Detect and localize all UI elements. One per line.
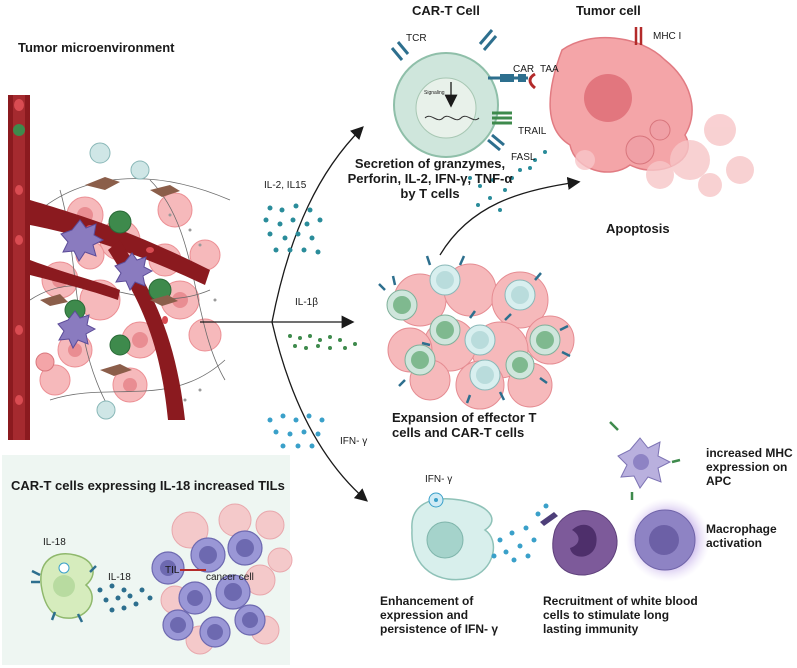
macrophage-label: Macrophage activation <box>706 522 777 550</box>
macrophage-illustration <box>626 498 710 582</box>
il2-il15-label: IL-2, IL15 <box>264 180 307 191</box>
apoptosis-label: Apoptosis <box>606 221 670 236</box>
car-t-cell-illustration <box>390 29 536 158</box>
il18-panel-title: CAR-T cells expressing IL-18 increased T… <box>11 478 285 493</box>
tcr-label: TCR <box>406 33 427 44</box>
til-cancer-cluster-illustration <box>151 503 293 655</box>
trail-label: TRAIL <box>518 126 547 137</box>
il18-label-top: IL-18 <box>43 537 66 548</box>
arrow-apoptosis <box>439 176 581 256</box>
ifng-label: IFN- γ <box>340 436 368 447</box>
cancer-cell-label: cancer cell <box>206 572 254 583</box>
tumor-cell-illustration <box>549 27 754 197</box>
expansion-label: Expansion of effector T cells and CAR-T … <box>392 410 537 440</box>
white-blood-cell-illustration <box>552 510 618 576</box>
arrow-cart <box>271 126 364 323</box>
mhc-apc-label: increased MHC expression on APC <box>706 446 793 488</box>
car-t-cell-title: CAR-T Cell <box>412 3 480 18</box>
car-t-il18-cell-illustration <box>31 553 97 623</box>
ifng-cell-label: IFN- γ <box>425 474 453 485</box>
taa-label: TAA <box>540 64 559 75</box>
expansion-cluster-illustration <box>378 255 575 410</box>
arrow-ifng <box>271 321 368 502</box>
car-label: CAR <box>513 64 535 75</box>
secretion-label: Secretion of granzymes, Perforin, IL-2, … <box>347 156 513 201</box>
fasl-label: FASL <box>511 152 536 163</box>
il18-label-side: IL-18 <box>108 572 131 583</box>
til-label: TIL <box>165 565 180 576</box>
tumor-microenvironment-illustration <box>8 95 231 440</box>
recruitment-label: Recruitment of white blood cells to stim… <box>543 594 698 636</box>
apc-illustration <box>609 421 681 500</box>
enhancement-label: Enhancement of expression and persistenc… <box>380 594 499 636</box>
signaling-label: Signaling <box>424 90 445 96</box>
ifn-gamma-cell-illustration <box>411 492 495 581</box>
tumor-cell-title: Tumor cell <box>576 3 641 18</box>
tme-title: Tumor microenvironment <box>18 40 175 55</box>
mhc1-label: MHC I <box>653 31 682 42</box>
il1b-label: IL-1β <box>295 297 318 308</box>
